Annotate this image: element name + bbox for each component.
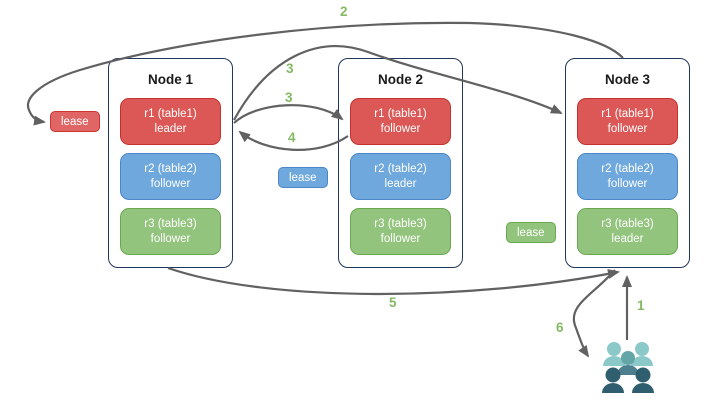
replica-role: leader [384,177,417,190]
users-icon [602,342,654,393]
replica-role: follower [150,177,191,190]
node-3-container: Node 3 r1 (table1) follower r2 (table2) … [565,58,690,268]
users-middle-person [617,351,639,375]
step-4-label: 4 [288,130,296,145]
node-3-replica-r1: r1 (table1) follower [577,98,678,145]
replica-role: leader [611,232,644,245]
replica-role: follower [380,232,421,245]
node-1-replica-r1: r1 (table1) leader [120,98,221,145]
replica-name: r3 (table3) [601,217,654,230]
node-3-title: Node 3 [604,72,650,87]
node-1-container: Node 1 r1 (table1) leader r2 (table2) fo… [108,58,233,268]
replica-name: r1 (table1) [601,107,654,120]
users-back-row [603,342,653,366]
step-1-label: 1 [637,298,645,313]
lease-chip-r1: lease [50,111,100,132]
replica-name: r1 (table1) [144,107,197,120]
lease-chip-r3: lease [506,222,556,243]
node-2-title: Node 2 [377,72,423,87]
step-3a-label: 3 [286,61,294,76]
replica-name: r2 (table2) [374,162,427,175]
arrow-3-leader-to-node2-follower [233,104,344,124]
step-6-label: 6 [556,320,564,335]
replica-role: follower [607,177,648,190]
node-3-replica-r2: r2 (table2) follower [577,153,678,200]
step-3b-label: 3 [285,90,293,105]
arrow-5-leader-to-gateway [167,266,620,296]
node-1-replica-r2: r2 (table2) follower [120,153,221,200]
replica-name: r2 (table2) [144,162,197,175]
node-2-replica-r2: r2 (table2) leader [350,153,451,200]
users-front-row [602,367,654,393]
replica-role: follower [150,232,191,245]
node-1-title: Node 1 [147,72,193,87]
replica-name: r2 (table2) [601,162,654,175]
replica-name: r3 (table3) [144,217,197,230]
node-1-replica-r3: r3 (table3) follower [120,208,221,255]
replica-role: follower [380,122,421,135]
lease-chip-r2: lease [278,167,328,188]
step-2-label: 2 [340,4,348,19]
node-2-replica-r1: r1 (table1) follower [350,98,451,145]
replica-name: r1 (table1) [374,107,427,120]
node-3-replica-r3: r3 (table3) leader [577,208,678,255]
replica-role: leader [154,122,187,135]
replica-role: follower [607,122,648,135]
step-5-label: 5 [389,295,397,310]
node-2-container: Node 2 r1 (table1) follower r2 (table2) … [338,58,463,268]
replica-name: r3 (table3) [374,217,427,230]
node-2-replica-r3: r3 (table3) follower [350,208,451,255]
